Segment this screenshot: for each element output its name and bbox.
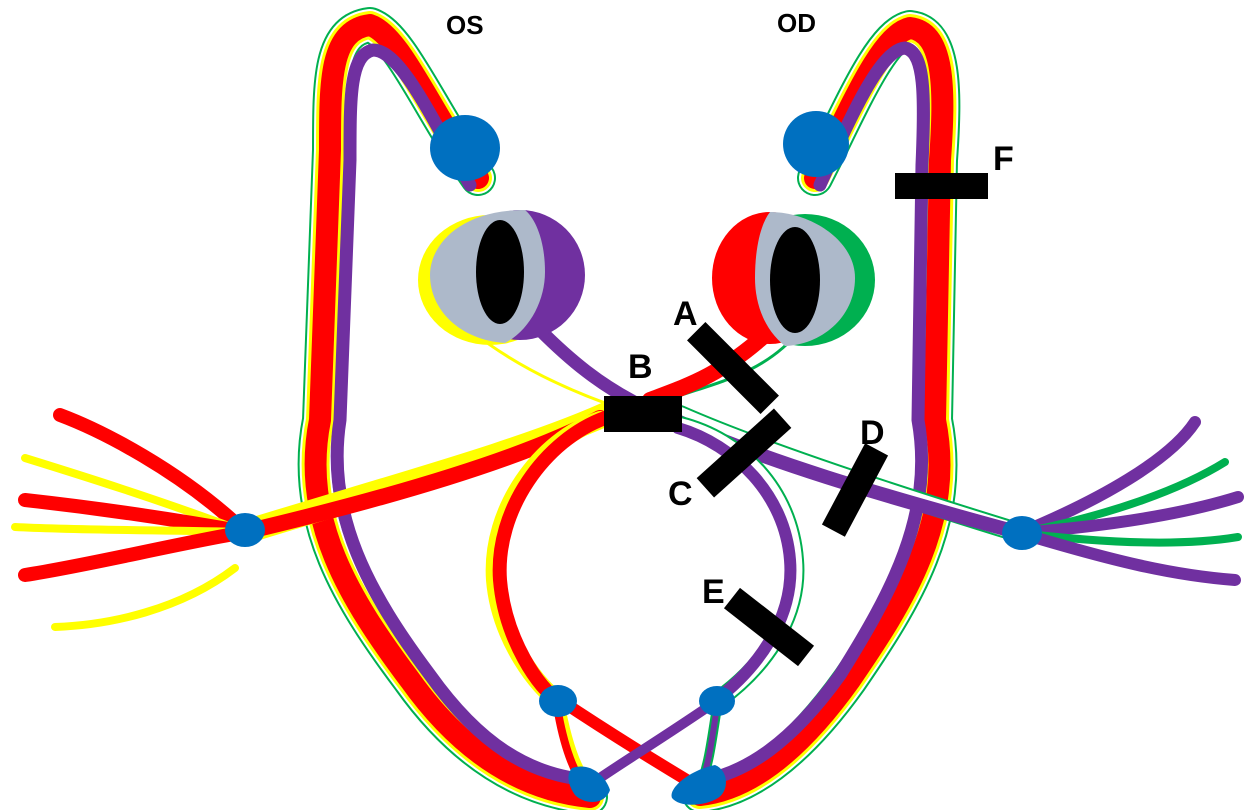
left-eye-label: OS <box>446 10 484 40</box>
lesion-bar-a <box>687 322 779 414</box>
right-pupil <box>770 227 820 333</box>
left-eye <box>418 210 585 345</box>
right-ganglion-node <box>1002 516 1042 550</box>
left-fiber-fan <box>11 408 252 631</box>
right-eye-label: OD <box>777 8 816 38</box>
lesion-bar-d <box>821 443 889 537</box>
left-outer-purple-fiber <box>330 43 595 787</box>
lesion-label-e: E <box>702 573 725 611</box>
right-outer-purple-fiber <box>698 41 930 787</box>
lower-right-node <box>699 686 735 716</box>
right-fiber-fan <box>1014 416 1244 586</box>
left-outer-red-fiber <box>304 14 601 808</box>
right-outer-loop <box>682 10 961 810</box>
lesion-label-c: C <box>668 475 693 513</box>
left-ganglion-node <box>225 513 265 547</box>
lesion-bar-c <box>696 408 792 498</box>
left-outer-loop <box>297 7 608 810</box>
blue-nodes <box>225 111 1042 805</box>
lesion-bar-b <box>604 396 682 432</box>
lesion-bar-f <box>895 173 988 199</box>
lesion-label-f: F <box>993 140 1014 178</box>
lower-left-node <box>539 685 577 717</box>
lesion-label-d: D <box>860 414 885 452</box>
lesion-label-a: A <box>673 295 698 333</box>
right-upper-node <box>783 111 849 177</box>
right-outer-red-fiber <box>689 17 954 806</box>
bottom-left-node <box>568 766 610 802</box>
left-pupil <box>476 220 524 324</box>
labels: OS OD A B C D E F <box>446 8 1014 611</box>
lesion-label-b: B <box>628 348 653 386</box>
left-upper-node <box>430 115 500 181</box>
right-eye <box>712 212 875 346</box>
bottom-right-node <box>671 765 726 805</box>
lesion-bars <box>604 173 988 667</box>
lesion-bar-e <box>723 587 815 667</box>
